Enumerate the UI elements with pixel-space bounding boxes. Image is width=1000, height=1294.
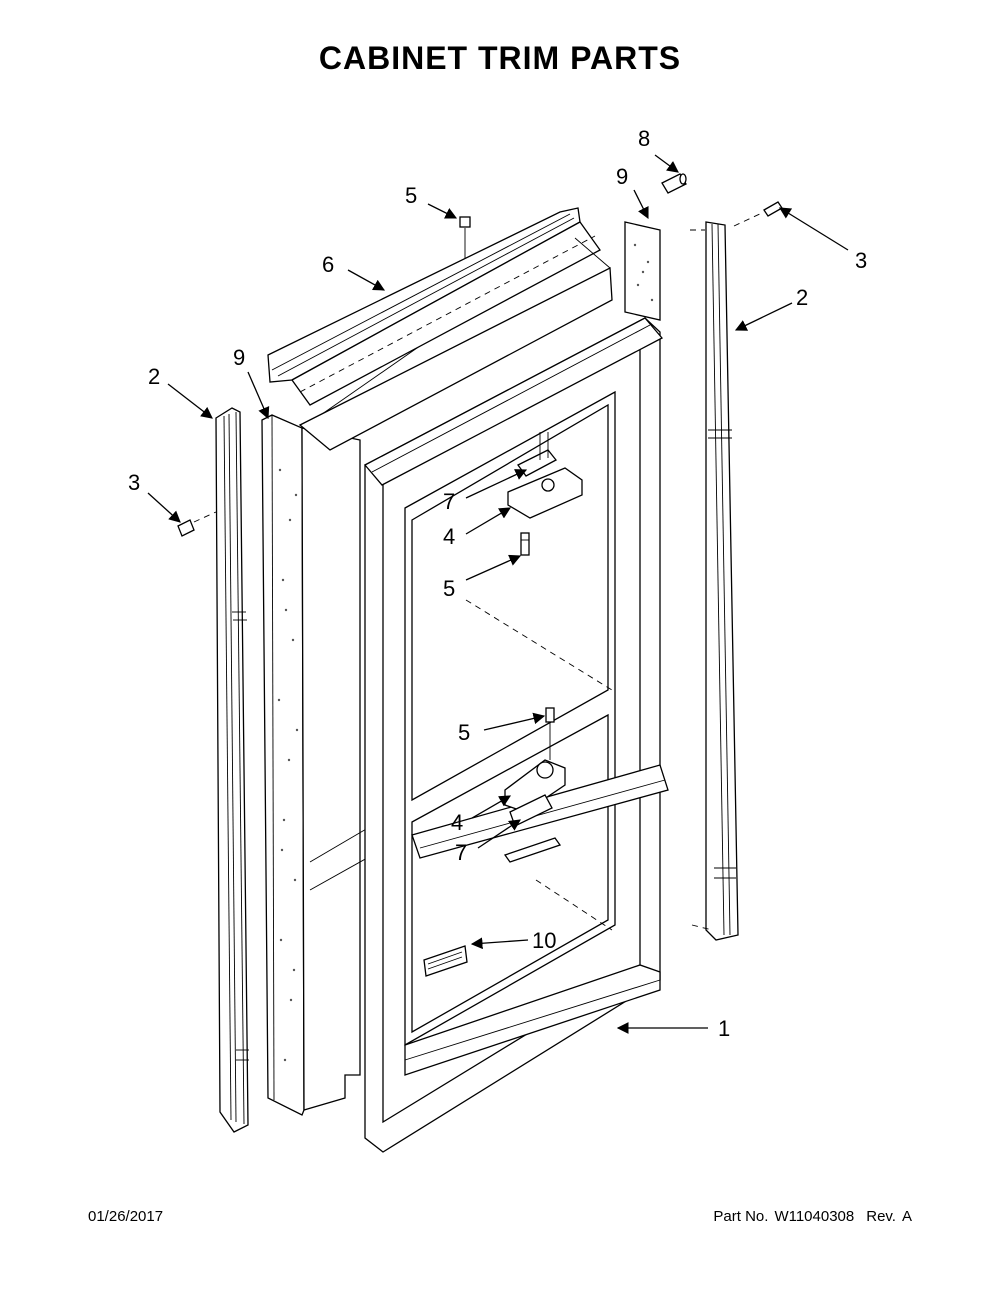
- left-foam-strip: [261, 414, 305, 1116]
- callout-8: 8: [638, 126, 650, 151]
- part-no-value: W11040308: [774, 1208, 855, 1225]
- lower-hinge-screw: [545, 707, 555, 723]
- lower-hinge-bracket: [504, 722, 566, 827]
- plug-part: [661, 173, 687, 194]
- left-trim-screw: [177, 511, 217, 537]
- upper-hinge-bracket: [507, 432, 583, 519]
- callout-5-top: 5: [405, 183, 417, 208]
- rev-value: A: [901, 1208, 912, 1225]
- callout-6: 6: [322, 252, 334, 277]
- callout-2-left: 2: [148, 364, 160, 389]
- right-foam-texture: [633, 243, 654, 302]
- right-foam-strip: [624, 221, 661, 321]
- leader-lines: [147, 154, 849, 1034]
- callout-4-upper: 4: [443, 524, 455, 549]
- callout-7-upper: 7: [443, 489, 455, 514]
- callout-2-right: 2: [796, 285, 808, 310]
- brand-badge: [423, 945, 468, 977]
- footer-part-number: Part No. W11040308 Rev. A: [713, 1208, 912, 1225]
- top-trim-rail: [267, 207, 601, 406]
- right-side-trim-strip: [690, 221, 739, 941]
- callout-9-right: 9: [616, 164, 628, 189]
- left-side-trim-strip: [215, 407, 249, 1133]
- callout-5-upper: 5: [443, 576, 455, 601]
- lower-hinge-plate: [503, 837, 562, 863]
- main-front-frame: [363, 317, 669, 1153]
- callout-9-left: 9: [233, 345, 245, 370]
- left-foam-texture: [277, 468, 299, 1062]
- upper-hinge-screw: [520, 532, 530, 556]
- callout-1: 1: [718, 1016, 730, 1041]
- rev-label: Rev.: [866, 1208, 896, 1225]
- top-rail-screw: [459, 216, 471, 258]
- callout-10: 10: [532, 928, 556, 953]
- page-title: CABINET TRIM PARTS: [318, 40, 682, 76]
- callout-7-lower: 7: [455, 840, 467, 865]
- cabinet-top: [298, 237, 613, 451]
- part-no-label: Part No.: [713, 1208, 769, 1225]
- callout-labels: 8 9 5 3 6 2 9 2 3 7 4 5 5 4 7 10 1: [128, 126, 867, 1041]
- right-trim-screw: [733, 201, 783, 227]
- callout-3-left: 3: [128, 470, 140, 495]
- callout-3-right: 3: [855, 248, 867, 273]
- callout-4-lower: 4: [451, 810, 463, 835]
- callout-5-lower: 5: [458, 720, 470, 745]
- footer-date: 01/26/2017: [88, 1208, 164, 1225]
